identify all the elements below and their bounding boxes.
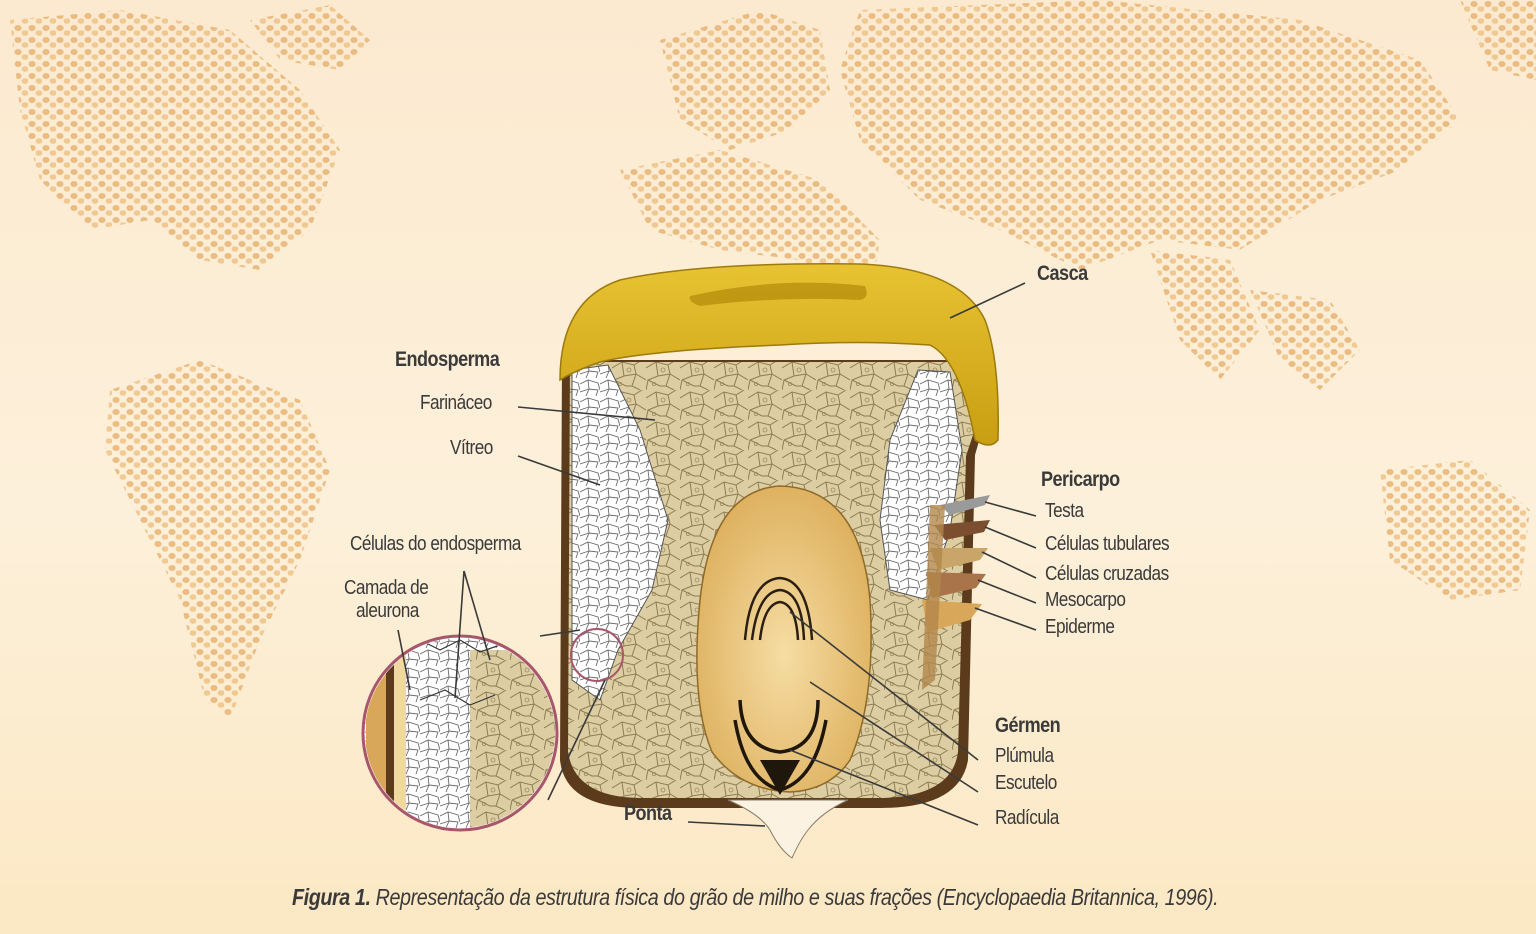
label-endosperma: Endosperma bbox=[395, 348, 500, 371]
label-mesocarpo: Mesocarpo bbox=[1045, 589, 1126, 611]
world-map-background bbox=[10, 0, 1536, 720]
label-escutelo: Escutelo bbox=[995, 772, 1057, 794]
label-camada-aleurona-2: aleurona bbox=[356, 600, 419, 622]
label-farinaceo: Farináceo bbox=[420, 392, 492, 414]
endosperm-vitreous-left bbox=[571, 364, 669, 701]
caption-text: Representação da estrutura física do grã… bbox=[370, 884, 1219, 910]
label-testa: Testa bbox=[1045, 500, 1084, 522]
label-celulas-cruzadas: Células cruzadas bbox=[1045, 563, 1169, 585]
label-casca: Casca bbox=[1037, 262, 1088, 285]
leader-lines bbox=[397, 282, 1037, 827]
pericarpo-layers bbox=[922, 495, 990, 690]
label-vitreo: Vítreo bbox=[450, 437, 493, 459]
label-epiderme: Epiderme bbox=[1045, 616, 1115, 638]
casca-crown bbox=[559, 263, 999, 446]
label-camada-aleurona-1: Camada de bbox=[344, 577, 429, 599]
germ bbox=[696, 485, 872, 793]
kernel bbox=[559, 263, 999, 859]
label-pericarpo: Pericarpo bbox=[1041, 468, 1120, 491]
ponta bbox=[727, 799, 849, 859]
plumula bbox=[743, 576, 814, 641]
caption-bold: Figura 1. bbox=[292, 884, 371, 910]
label-plumula: Plúmula bbox=[995, 745, 1054, 767]
label-germen: Gérmen bbox=[995, 714, 1061, 737]
figure-caption: Figura 1. Representação da estrutura fís… bbox=[292, 884, 1219, 911]
label-ponta: Ponta bbox=[624, 802, 672, 825]
label-celulas-tubulares: Células tubulares bbox=[1045, 533, 1170, 555]
label-radicula: Radícula bbox=[995, 807, 1059, 829]
label-celulas-endosperma: Células do endosperma bbox=[350, 533, 521, 555]
